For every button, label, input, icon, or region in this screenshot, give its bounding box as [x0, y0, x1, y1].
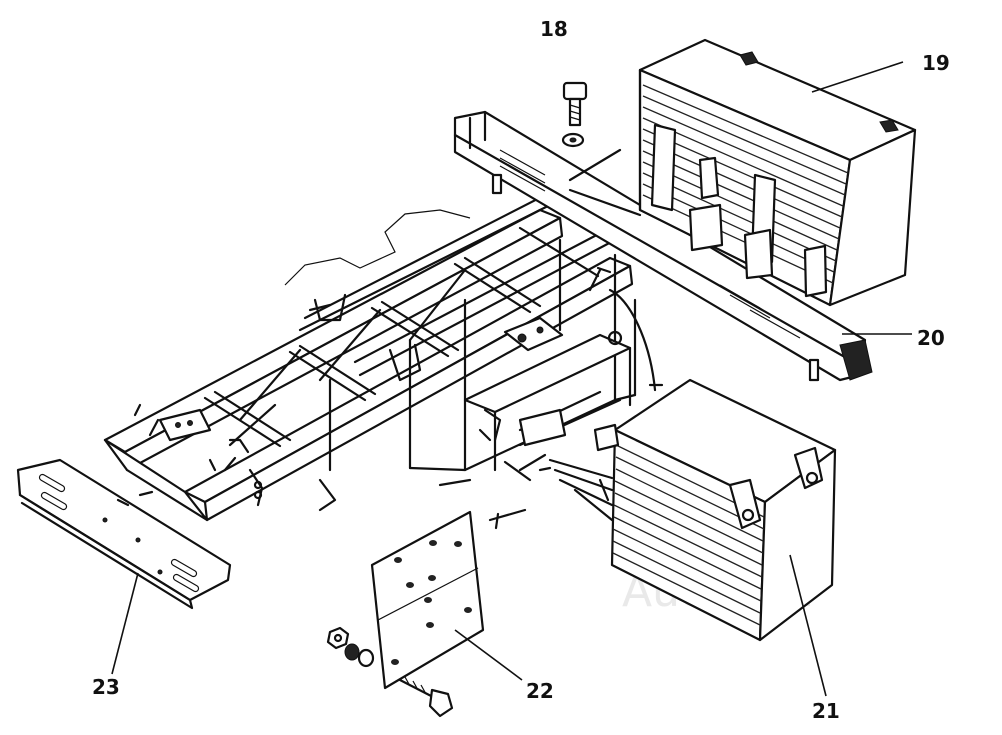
bolt-thread — [404, 676, 427, 695]
pivot — [607, 330, 623, 346]
rail-edges — [453, 110, 852, 362]
mount-foot — [743, 228, 774, 280]
part-18-bolt — [561, 81, 588, 148]
assembly-arrow — [518, 453, 610, 502]
assembly-arrow — [503, 460, 552, 482]
nut-hole — [333, 633, 343, 643]
spring-hanger — [308, 293, 347, 322]
mount-foot — [688, 203, 724, 252]
leader-22 — [454, 629, 523, 681]
arrow-up — [588, 266, 612, 292]
leader-19 — [811, 61, 904, 93]
rear-mount — [518, 408, 567, 447]
bolt-hole — [187, 420, 193, 426]
box-front-hatching — [612, 444, 765, 626]
rear-hook — [478, 408, 502, 442]
bolt-head — [428, 688, 454, 718]
box-strap — [650, 123, 677, 212]
tow-links — [248, 468, 337, 512]
hole — [454, 541, 462, 547]
hole — [157, 569, 163, 575]
hole — [135, 537, 141, 543]
bolt-head — [562, 81, 588, 101]
rail-end-cap — [839, 339, 873, 381]
mounting-rails — [548, 458, 614, 522]
part-22-base-plate — [326, 508, 527, 718]
box-side — [828, 128, 917, 307]
assembly-arrow — [568, 148, 642, 217]
chassis-frame — [103, 188, 664, 522]
cab-outline — [284, 209, 471, 286]
box-mount — [593, 423, 620, 452]
hole — [424, 597, 432, 603]
arc-arrow — [608, 288, 664, 392]
lid-hinge — [739, 51, 899, 133]
front-crossmember — [103, 438, 209, 522]
box-front-hatching — [642, 84, 849, 284]
rail-foot — [808, 358, 820, 382]
strap-buckle — [698, 156, 720, 200]
link-eye — [253, 490, 263, 500]
diagonal-braces — [228, 268, 467, 447]
washer-hole — [569, 137, 577, 143]
label-20: 20 — [917, 326, 945, 350]
plate-crease — [377, 567, 479, 621]
bolt-thread — [569, 104, 581, 121]
label-18: 18 — [540, 17, 568, 41]
bolt-hole — [517, 333, 527, 343]
part-labels: 18 19 20 21 22 23 — [92, 17, 950, 723]
link-eye — [253, 480, 263, 490]
bumper-plate-edge — [18, 493, 194, 610]
label-21: 21 — [812, 699, 840, 723]
part-23-bumper-plate — [16, 458, 232, 610]
rail-foot — [491, 173, 503, 195]
label-22: 22 — [526, 679, 554, 703]
hole — [394, 557, 402, 563]
hole — [429, 540, 437, 546]
latch-eye — [805, 471, 819, 485]
assembly-arrow — [116, 490, 154, 507]
leader-23 — [111, 572, 139, 675]
slot — [38, 473, 66, 493]
label-19: 19 — [922, 51, 950, 75]
lock-washer — [344, 643, 360, 661]
leader-lines — [111, 61, 912, 697]
hole — [464, 607, 472, 613]
bumper-plate — [16, 458, 232, 602]
front-plate — [158, 408, 212, 442]
bolt-hole — [536, 326, 544, 334]
box-latch — [793, 446, 824, 490]
leader-21 — [789, 554, 827, 697]
hole — [406, 582, 414, 588]
mount-foot — [803, 244, 828, 298]
rail-details — [499, 149, 801, 339]
hole — [391, 659, 399, 665]
slot — [40, 491, 68, 511]
bolt-hole — [175, 422, 181, 428]
front-hooks — [133, 403, 250, 472]
latch-eye — [741, 508, 755, 522]
label-23: 23 — [92, 675, 120, 699]
assembly-arrow — [488, 508, 527, 530]
hole — [428, 575, 436, 581]
hole — [102, 517, 108, 523]
part-21-lower-box — [518, 378, 837, 642]
flat-washer — [357, 648, 375, 668]
crossmembers-inner — [213, 256, 542, 442]
hole — [426, 622, 434, 628]
vertical-posts — [328, 238, 637, 472]
slot — [170, 558, 198, 578]
nut — [326, 626, 350, 650]
part-19-upper-box — [638, 38, 917, 307]
part-20-bracket-rail — [453, 110, 873, 382]
upper-frame-rails — [303, 188, 612, 364]
mount-plate — [503, 316, 564, 352]
slot — [172, 573, 200, 593]
spring-hanger — [388, 343, 422, 382]
